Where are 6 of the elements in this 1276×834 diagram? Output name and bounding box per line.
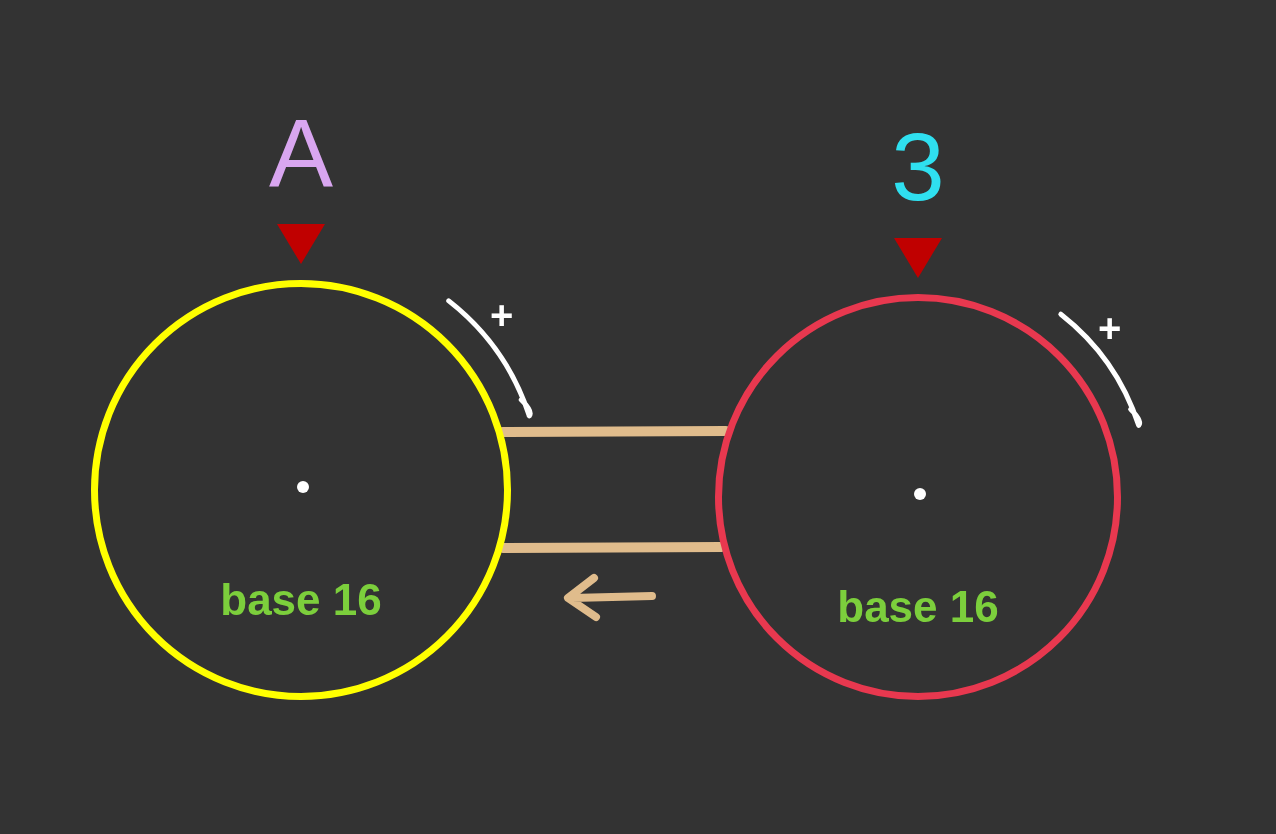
- plus-sign: +: [490, 295, 514, 335]
- digit-label: A: [268, 105, 334, 201]
- digit-label: 3: [890, 119, 946, 215]
- base-label: base 16: [219, 574, 383, 626]
- base-label: base 16: [836, 581, 1000, 633]
- plus-sign: +: [1098, 308, 1122, 348]
